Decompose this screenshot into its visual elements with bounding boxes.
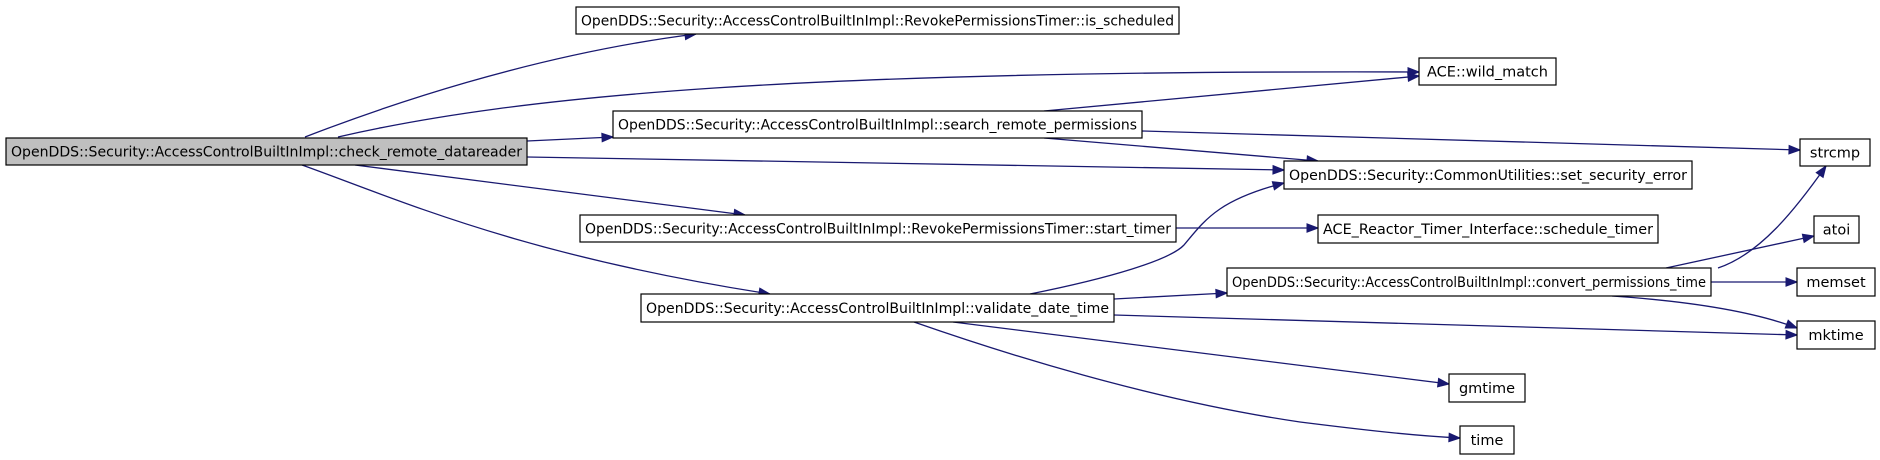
edge-line [1717, 165, 1827, 269]
node-label: OpenDDS::Security::AccessControlBuiltInI… [581, 14, 1174, 30]
node-time[interactable]: time [1459, 425, 1515, 455]
node-label: OpenDDS::Security::AccessControlBuiltInI… [11, 145, 522, 161]
edge-arrowhead [1785, 329, 1799, 340]
edge-arrowhead [601, 132, 615, 143]
edge-line [354, 164, 746, 216]
edge-line [1141, 130, 1801, 151]
node-label: time [1471, 433, 1504, 449]
node-box [1796, 320, 1876, 350]
node-label: OpenDDS::Security::AccessControlBuiltInI… [646, 301, 1109, 317]
edge-check-remote-datareader-to-set-security-error [526, 156, 1286, 175]
edge-line [1113, 292, 1228, 300]
node-search-remote-permissions[interactable]: OpenDDS::Security::AccessControlBuiltInI… [612, 110, 1143, 139]
edge-line [1113, 314, 1798, 336]
node-schedule-timer[interactable]: ACE_Reactor_Timer_Interface::schedule_ti… [1317, 214, 1659, 244]
edge-line [1665, 235, 1815, 269]
edge-line [337, 71, 1420, 138]
node-box [1226, 267, 1712, 297]
node-gmtime[interactable]: gmtime [1448, 373, 1526, 403]
edge-convert-permissions-time-to-mktime [1611, 295, 1799, 329]
node-strcmp[interactable]: strcmp [1799, 138, 1871, 167]
edge-convert-permissions-time-to-strcmp [1717, 164, 1827, 269]
node-box [575, 6, 1180, 35]
node-wild-match[interactable]: ACE::wild_match [1418, 57, 1557, 86]
node-memset[interactable]: memset [1796, 267, 1876, 297]
node-box [1317, 214, 1659, 244]
edge-line [304, 33, 697, 138]
edge-search-remote-permissions-to-strcmp [1141, 130, 1802, 155]
node-set-security-error[interactable]: OpenDDS::Security::CommonUtilities::set_… [1283, 160, 1693, 190]
node-box [612, 110, 1143, 139]
node-mktime[interactable]: mktime [1796, 320, 1876, 350]
node-check-remote-datareader[interactable]: OpenDDS::Security::AccessControlBuiltInI… [5, 137, 528, 166]
edge-check-remote-datareader-to-search-remote-permissions [526, 132, 615, 143]
edge-line [952, 321, 1450, 385]
edge-arrowhead [1784, 319, 1799, 329]
node-label: memset [1806, 275, 1866, 291]
node-box [1813, 215, 1860, 244]
node-label: OpenDDS::Security::AccessControlBuiltInI… [618, 118, 1137, 134]
edge-validate-date-time-to-time [913, 321, 1462, 443]
edge-start-timer-to-schedule-timer [1176, 223, 1320, 233]
node-label: OpenDDS::Security::CommonUtilities::set_… [1289, 168, 1687, 184]
node-label: OpenDDS::Security::AccessControlBuiltInI… [1232, 275, 1706, 291]
node-start-timer[interactable]: OpenDDS::Security::AccessControlBuiltInI… [579, 214, 1177, 243]
edge-validate-date-time-to-set-security-error [1029, 181, 1286, 295]
edge-arrowhead [1272, 164, 1286, 175]
node-label: mktime [1808, 328, 1863, 344]
node-box [5, 137, 528, 166]
edge-convert-permissions-time-to-memset [1711, 277, 1799, 287]
node-label: OpenDDS::Security::AccessControlBuiltInI… [585, 222, 1171, 238]
nodes-layer: OpenDDS::Security::AccessControlBuiltInI… [5, 6, 1876, 455]
edge-search-remote-permissions-to-set-security-error [1043, 137, 1320, 165]
edge-line [526, 156, 1285, 171]
edge-line [913, 321, 1461, 439]
edge-validate-date-time-to-mktime [1113, 314, 1799, 340]
node-label: strcmp [1810, 146, 1860, 162]
edge-arrowhead [1448, 432, 1462, 443]
node-label: ACE::wild_match [1427, 65, 1548, 81]
edge-line [526, 136, 614, 142]
node-atoi[interactable]: atoi [1813, 215, 1860, 244]
edge-arrowhead [1785, 277, 1799, 287]
node-box [1448, 373, 1526, 403]
edge-arrowhead [1215, 288, 1229, 299]
node-box [640, 293, 1115, 323]
edge-line [1611, 295, 1798, 329]
edge-convert-permissions-time-to-atoi [1665, 233, 1816, 269]
node-box [579, 214, 1177, 243]
edge-arrowhead [1407, 72, 1421, 82]
node-is-scheduled[interactable]: OpenDDS::Security::AccessControlBuiltInI… [575, 6, 1180, 35]
edge-arrowhead [1436, 377, 1451, 388]
edge-line [1029, 182, 1285, 295]
node-box [1418, 57, 1557, 86]
edge-validate-date-time-to-convert-permissions-time [1113, 288, 1229, 300]
edge-arrowhead [1788, 144, 1802, 155]
node-label: gmtime [1459, 381, 1515, 397]
edge-arrowhead [1815, 164, 1827, 179]
node-label: ACE_Reactor_Timer_Interface::schedule_ti… [1323, 222, 1653, 238]
node-label: atoi [1823, 223, 1850, 239]
edge-check-remote-datareader-to-start-timer [354, 164, 747, 219]
node-box [1459, 425, 1515, 455]
node-box [1283, 160, 1693, 190]
edge-arrowhead [1271, 181, 1286, 191]
node-box [1796, 267, 1876, 297]
edge-arrowhead [1306, 223, 1320, 233]
edge-line [1043, 75, 1420, 112]
node-box [1799, 138, 1871, 167]
edge-search-remote-permissions-to-wild-match [1043, 72, 1421, 112]
edges-layer [301, 30, 1827, 443]
edge-arrowhead [1801, 233, 1816, 244]
node-convert-permissions-time[interactable]: OpenDDS::Security::AccessControlBuiltInI… [1226, 267, 1712, 297]
edge-line [1043, 137, 1319, 162]
edge-validate-date-time-to-gmtime [952, 321, 1451, 388]
node-validate-date-time[interactable]: OpenDDS::Security::AccessControlBuiltInI… [640, 293, 1115, 323]
edge-line [301, 164, 771, 295]
